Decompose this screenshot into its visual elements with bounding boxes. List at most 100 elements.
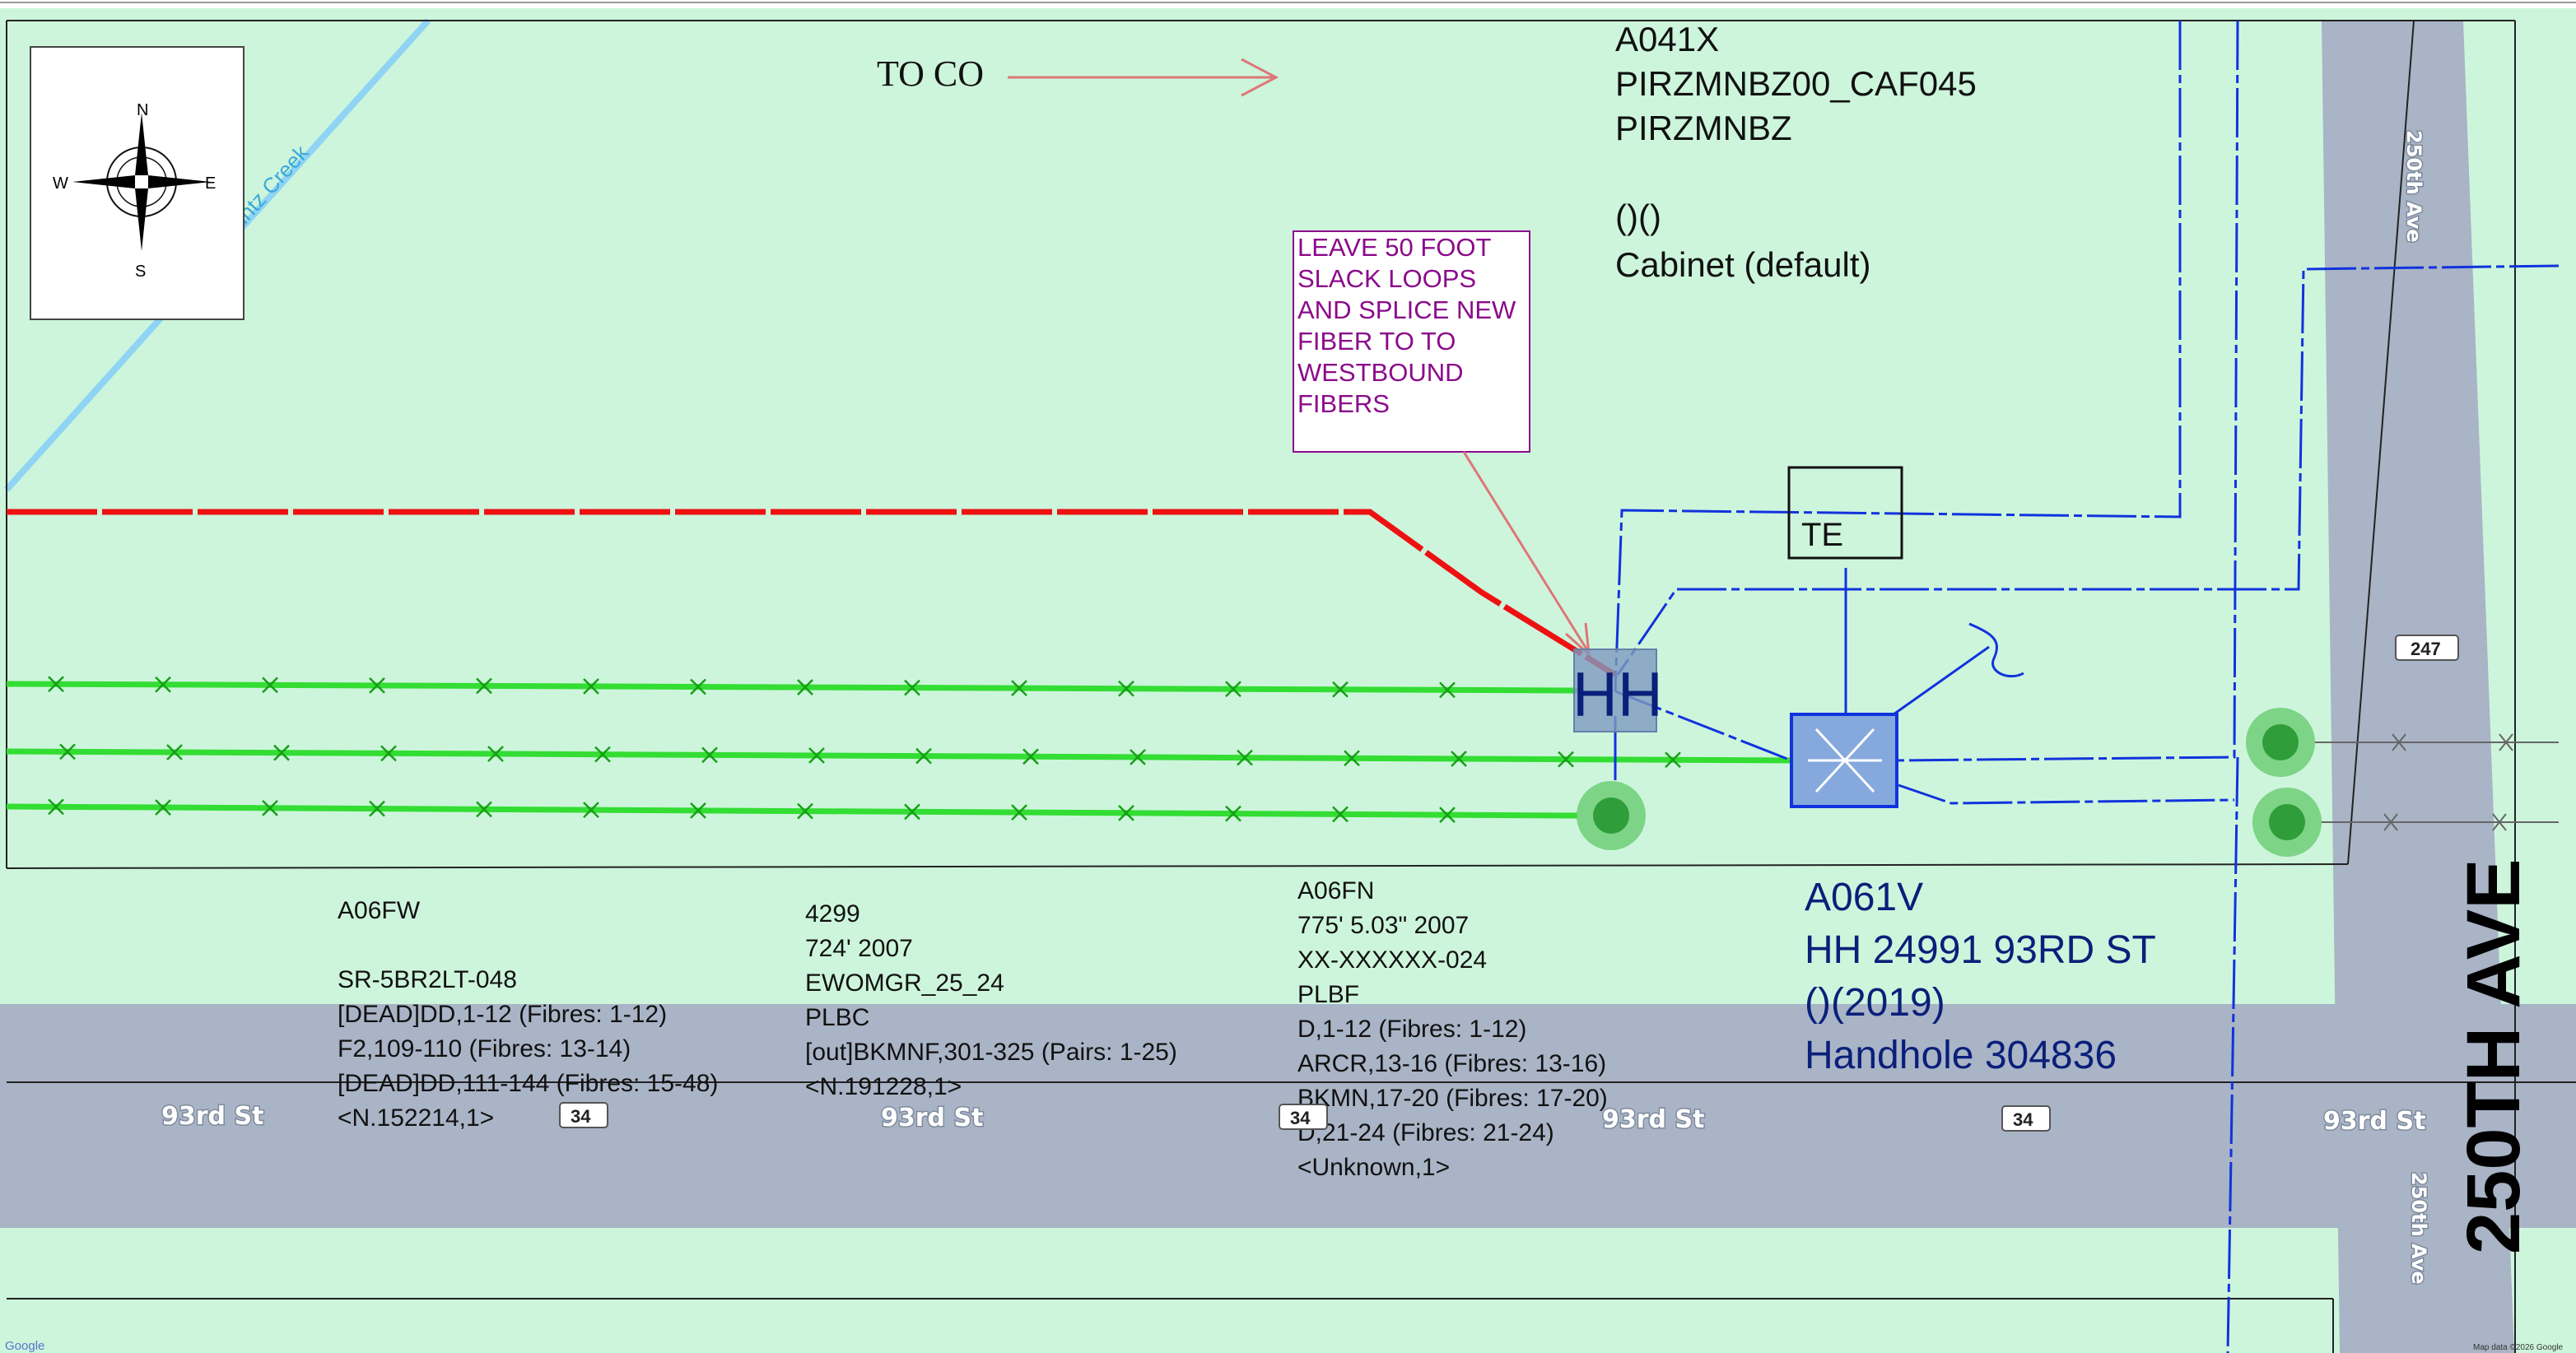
fiber-x-mark: [583, 802, 599, 818]
cable-line: D,1-12 (Fibres: 1-12): [1297, 1016, 1526, 1043]
avenue-label-big: 250TH AVE: [2452, 858, 2536, 1254]
cable-line: [DEAD]DD,111-144 (Fibres: 15-48): [338, 1070, 718, 1097]
cable-label-a06fn: A06FN 775' 5.03" 2007 XX-XXXXXX-024 PLBF…: [1297, 877, 1614, 1181]
street-label-93rd-1: 93rd St: [161, 1102, 263, 1131]
fiber-x-mark: [1451, 751, 1467, 767]
fiber-x-mark: [1022, 748, 1039, 765]
cable-line: 775' 5.03" 2007: [1297, 912, 1469, 939]
avenue-label-lower: 250th Ave: [2407, 1172, 2430, 1285]
to-co-label: TO CO: [877, 53, 984, 94]
site-line: Handhole 304836: [1805, 1034, 2117, 1077]
compass-n: N: [137, 101, 148, 119]
fiber-x-mark: [380, 745, 397, 762]
node-handhole-3[interactable]: [2252, 788, 2322, 857]
cable-line: A06FN: [1297, 877, 1374, 904]
fiber-red-westbound[interactable]: [7, 509, 1617, 677]
route-shield-247: 247: [2395, 635, 2459, 661]
parcel-lines: [6, 20, 2576, 1353]
cable-line: [out]BKMNF,301-325 (Pairs: 1-25): [805, 1039, 1177, 1066]
route-shield-number: 34: [1290, 1108, 1311, 1128]
fiber-x-mark: [797, 802, 813, 820]
fiber-x-mark: [690, 802, 706, 819]
callout-line: SLACK LOOPS: [1297, 264, 1476, 293]
cable-line: XX-XXXXXX-024: [1297, 946, 1487, 974]
fiber-x-mark: [48, 676, 64, 693]
fiber-x-mark: [59, 743, 76, 760]
cable-line: <Unknown,1>: [1297, 1154, 1450, 1181]
compass-rose: N E S W: [30, 46, 245, 320]
fiber-x-mark: [155, 676, 171, 693]
cabinet-line: ()(): [1615, 198, 1661, 236]
fiber-green-1[interactable]: [6, 681, 1578, 694]
compass-needle-icon: [72, 113, 211, 251]
route-shield-number: 247: [2411, 639, 2441, 659]
fiber-x-mark: [1237, 749, 1253, 766]
fiber-x-mark: [1011, 804, 1027, 821]
callout-note[interactable]: LEAVE 50 FOOT SLACK LOOPS AND SPLICE NEW…: [1293, 230, 1530, 453]
cabinet-line: A041X: [1615, 20, 1719, 58]
cable-line: ARCR,13-16 (Fibres: 13-16): [1297, 1050, 1606, 1077]
to-co-arrow-icon: [1008, 58, 1279, 97]
fiber-x-mark: [476, 801, 492, 818]
callout-line: FIBER TO TO: [1297, 327, 1456, 356]
fiber-x-mark: [48, 798, 64, 816]
cable-line: D,21-24 (Fibres: 21-24): [1297, 1119, 1554, 1146]
fiber-x-mark: [369, 677, 385, 694]
handhole-hh[interactable]: HH: [1572, 649, 1663, 732]
drop-lines: [2315, 733, 2559, 831]
fiber-x-mark: [1130, 749, 1146, 765]
fiber-x-mark: [369, 800, 385, 817]
site-line: HH 24991 93RD ST: [1805, 928, 2156, 972]
splice-enclosure-icon[interactable]: [1790, 713, 1898, 808]
fiber-green-3[interactable]: [6, 803, 1578, 819]
route-shield-number: 34: [571, 1106, 591, 1127]
compass-w: W: [53, 174, 68, 193]
fiber-green-2[interactable]: [6, 748, 1792, 764]
node-handhole-1[interactable]: [1577, 781, 1646, 850]
fiber-x-mark: [1665, 751, 1681, 769]
street-label-93rd-3: 93rd St: [1602, 1105, 1704, 1134]
fiber-x-mark: [476, 677, 492, 695]
fiber-x-mark: [273, 744, 290, 761]
callout-line: AND SPLICE NEW: [1297, 295, 1516, 324]
fiber-x-mark: [1558, 751, 1574, 768]
fiber-x-mark: [1439, 807, 1456, 823]
cable-label-4299: 4299 724' 2007 EWOMGR_25_24 PLBC [out]BK…: [805, 900, 1184, 1100]
compass-s: S: [135, 263, 146, 281]
callout-line: FIBERS: [1297, 389, 1390, 418]
fiber-x-mark: [808, 747, 825, 764]
fiber-x-mark: [915, 747, 932, 765]
compass-e: E: [205, 174, 216, 193]
cabinet-line: Cabinet (default): [1615, 245, 1871, 284]
fiber-x-mark: [1225, 681, 1241, 698]
fiber-x-mark: [583, 678, 599, 695]
fiber-x-mark: [1332, 806, 1349, 823]
fiber-x-mark: [701, 746, 718, 764]
fiber-x-mark: [155, 799, 171, 816]
cable-line: 4299: [805, 900, 860, 928]
cable-line: <N.152214,1>: [338, 1104, 494, 1132]
map-attribution: Map data ©2026 Google: [2473, 1343, 2564, 1352]
street-label-93rd-2: 93rd St: [881, 1104, 983, 1132]
fiber-x-mark: [1118, 804, 1134, 821]
road-250th-ave: [2322, 21, 2514, 1353]
cable-line: <N.191228,1>: [805, 1073, 962, 1100]
fiber-x-mark: [1439, 681, 1456, 699]
fiber-x-mark: [690, 678, 706, 695]
cable-label-a06fw: A06FW SR-5BR2LT-048 [DEAD]DD,1-12 (Fibre…: [338, 897, 725, 1132]
fiber-x-mark: [1011, 680, 1027, 697]
cabinet-line: PIRZMNBZ: [1615, 109, 1792, 147]
node-handhole-2[interactable]: [2246, 708, 2315, 777]
route-shield-34-b: 34: [1279, 1104, 1328, 1130]
site-line: A061V: [1805, 876, 1923, 919]
cable-line: F2,109-110 (Fibres: 13-14): [338, 1035, 631, 1062]
fiber-x-mark: [1332, 681, 1349, 698]
fiber-x-mark: [1118, 680, 1134, 697]
cable-line: SR-5BR2LT-048: [338, 966, 517, 993]
cable-line: 724' 2007: [805, 935, 913, 962]
te-terminal[interactable]: TE: [1787, 466, 1903, 560]
cable-line: A06FW: [338, 897, 421, 924]
google-logo: Google: [5, 1339, 44, 1353]
cabinet-line: PIRZMNBZ00_CAF045: [1615, 64, 1977, 103]
